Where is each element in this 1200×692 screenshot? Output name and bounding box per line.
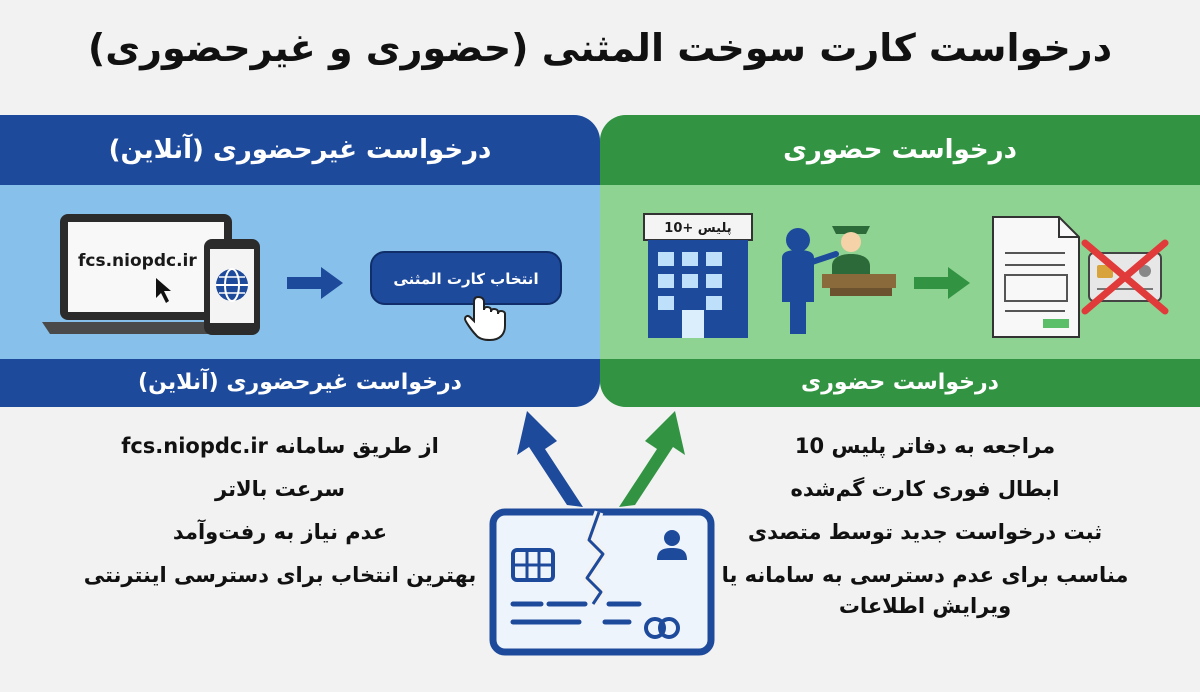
list-item: بهترین انتخاب برای دسترسی اینترنتی: [83, 563, 477, 587]
online-panel: درخواست غیرحضوری (آنلاین) fcs.niopdc.ir …: [0, 115, 600, 407]
list-item: سرعت بالاتر: [215, 477, 345, 501]
url-text: fcs.niopdc.ir: [78, 251, 197, 271]
list-item: ثبت درخواست جدید توسط متصدی: [747, 520, 1103, 544]
online-benefits-list: از طریق سامانه fcs.niopdc.ir سرعت بالاتر…: [70, 425, 490, 597]
list-item: مناسب برای عدم دسترسی به سامانه یا ویرای…: [721, 563, 1129, 618]
arrow-right-icon: [287, 267, 343, 299]
laptop-icon: fcs.niopdc.ir: [42, 214, 250, 334]
in-person-header: درخواست حضوری: [600, 115, 1200, 185]
customer-and-officer-icon: [782, 226, 896, 334]
arrow-right-green-icon: [914, 267, 970, 299]
smartphone-icon: [204, 239, 260, 335]
form-and-cancelled-card-icon: [992, 216, 1169, 338]
list-item: ابطال فوری کارت گم‌شده: [790, 477, 1060, 501]
in-person-footer: درخواست حضوری: [600, 359, 1200, 407]
online-footer: درخواست غیرحضوری (آنلاین): [0, 359, 600, 407]
in-person-benefits-list: مراجعه به دفاتر پلیس 10 ابطال فوری کارت …: [710, 425, 1140, 622]
list-item: مراجعه به دفاتر پلیس 10: [794, 434, 1056, 458]
page-title: درخواست کارت سوخت المثنی (حضوری و غیرحضو…: [87, 26, 1113, 70]
select-duplicate-card-button[interactable]: انتخاب کارت المثنی: [369, 250, 563, 306]
online-header: درخواست غیرحضوری (آنلاین): [0, 115, 600, 185]
select-card-button-label: انتخاب کارت المثنی: [393, 270, 538, 288]
arrow-up-left-icon: [517, 411, 583, 507]
broken-fuel-card-icon: [489, 508, 715, 656]
police-sign-text: پلیس +10: [664, 221, 731, 236]
list-item: از طریق سامانه fcs.niopdc.ir: [121, 434, 439, 458]
list-item: عدم نیاز به رفت‌وآمد: [172, 520, 388, 544]
police-office-building-icon: پلیس +10: [643, 213, 753, 338]
hand-cursor-icon: [463, 295, 506, 342]
in-person-panel: درخواست حضوری پلیس +10: [600, 115, 1200, 407]
arrow-up-right-icon: [619, 411, 685, 507]
